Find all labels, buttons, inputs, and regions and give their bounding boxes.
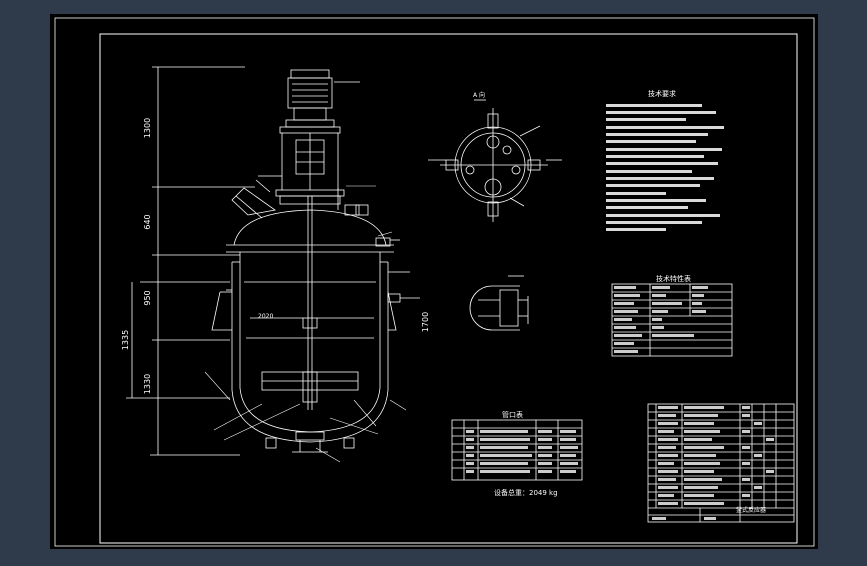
dim-1300: 1300 <box>143 118 152 138</box>
outer-frame <box>54 17 815 547</box>
nozzle-table-title: 管口表 <box>502 410 523 419</box>
motor-drive <box>275 69 360 205</box>
drawing-sheet <box>50 14 818 549</box>
vessel-body <box>211 252 420 453</box>
agitator <box>244 196 376 410</box>
nozzle-table <box>451 419 583 481</box>
top-head <box>226 175 400 253</box>
dim-2020: 2020 <box>258 313 273 320</box>
characteristics-title: 技术特性表 <box>656 274 691 283</box>
leader-lines <box>204 185 407 463</box>
dim-1335: 1335 <box>121 330 130 350</box>
dim-640: 640 <box>143 214 152 229</box>
dim-950: 950 <box>143 290 152 305</box>
detail-view <box>469 275 529 331</box>
inner-frame <box>99 33 798 544</box>
technical-notes-title: 技术要求 <box>648 89 676 98</box>
plan-view-label: A 向 <box>473 91 485 99</box>
technical-notes-lines <box>606 104 724 231</box>
dimension-labels: 1300 640 950 1335 1330 1700 2020 <box>121 118 430 394</box>
characteristics-table <box>611 283 733 357</box>
plan-view <box>428 99 562 222</box>
vertical-dimensions <box>126 66 255 456</box>
parts-list <box>647 403 795 523</box>
table-text-marks <box>466 286 774 520</box>
dim-1700: 1700 <box>421 312 430 332</box>
weight-label: 设备总重：2049 kg <box>494 488 558 497</box>
dim-1330: 1330 <box>143 374 152 394</box>
title-block-name: 釜式反应器 <box>736 506 766 514</box>
